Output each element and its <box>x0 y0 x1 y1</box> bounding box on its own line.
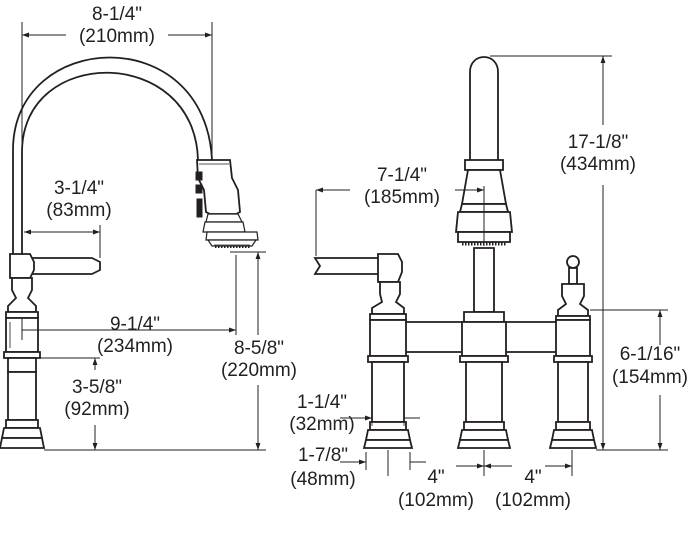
side-handle <box>9 253 101 279</box>
label-left-spout-height-metric: (220mm) <box>221 360 297 381</box>
bridge-spout <box>455 56 513 313</box>
label-right-spacing-left-imperial: 4" <box>427 467 444 488</box>
bridge-right-column <box>548 255 598 449</box>
side-body <box>0 277 46 449</box>
side-view-faucet <box>0 56 259 449</box>
label-left-overall-reach-metric: (234mm) <box>97 336 173 357</box>
bridge-left-column <box>313 253 414 449</box>
side-view-dimensions <box>21 22 266 451</box>
label-left-spout-reach-metric: (210mm) <box>79 26 155 47</box>
label-right-spacing-right-imperial: 4" <box>524 467 541 488</box>
label-right-bridge-height-metric: (154mm) <box>612 367 688 388</box>
bridge-center-column <box>456 311 512 449</box>
front-view-faucet <box>313 56 598 449</box>
label-left-base-height-metric: (92mm) <box>64 399 129 420</box>
label-right-spacing-right-metric: (102mm) <box>495 490 571 511</box>
spout-inner <box>21 71 199 262</box>
spray-head <box>195 159 259 248</box>
label-right-overall-height-metric: (434mm) <box>560 154 636 175</box>
label-left-spout-height-imperial: 8-5/8" <box>234 338 284 359</box>
label-right-spacing-left-metric: (102mm) <box>398 490 474 511</box>
label-right-base-dia-imperial: 1-1/4" <box>297 392 347 413</box>
label-left-spout-reach-imperial: 8-1/4" <box>92 4 142 25</box>
label-left-handle-reach-metric: (83mm) <box>46 200 111 221</box>
label-right-handle-reach-metric: (185mm) <box>364 187 440 208</box>
label-left-handle-reach-imperial: 3-1/4" <box>54 178 104 199</box>
label-right-bridge-height-imperial: 6-1/16" <box>620 344 681 365</box>
label-right-overall-height-imperial: 17-1/8" <box>568 132 629 153</box>
front-view-dimensions <box>315 55 668 476</box>
label-left-base-height-imperial: 3-5/8" <box>72 377 122 398</box>
label-right-base-dia-metric: (32mm) <box>289 414 354 435</box>
label-right-escutcheon-dia-imperial: 1-7/8" <box>298 445 348 466</box>
label-left-overall-reach-imperial: 9-1/4" <box>110 314 160 335</box>
dimension-labels: 8-1/4" (210mm) 3-1/4" (83mm) 9-1/4" (234… <box>46 4 688 511</box>
label-right-handle-reach-imperial: 7-1/4" <box>377 165 427 186</box>
label-right-escutcheon-dia-metric: (48mm) <box>290 469 355 490</box>
